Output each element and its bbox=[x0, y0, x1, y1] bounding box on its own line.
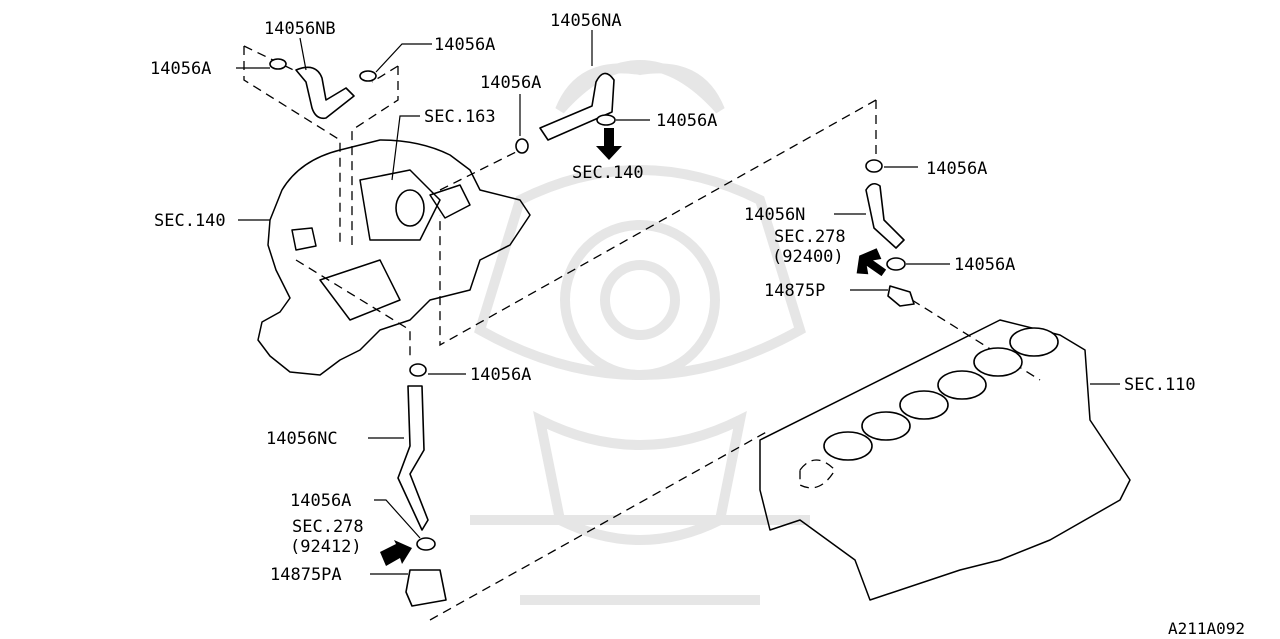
label-14875pa: 14875PA bbox=[270, 565, 342, 585]
label-14056a-right2: 14056A bbox=[926, 159, 987, 179]
valve-14875p bbox=[887, 285, 915, 307]
label-14056a-right1: 14056A bbox=[656, 111, 717, 131]
cylinder-block bbox=[759, 319, 1131, 601]
label-sec110: SEC.110 bbox=[1124, 375, 1196, 395]
intake-manifold-assembly bbox=[257, 139, 531, 376]
part-labels: 14056NB 14056A 14056A 14056NA 14056A 140… bbox=[150, 11, 1245, 638]
clamp-icon bbox=[416, 537, 436, 551]
valve-14875pa bbox=[405, 569, 447, 607]
clamp-icon bbox=[515, 138, 529, 154]
label-14056nc: 14056NC bbox=[266, 429, 338, 449]
label-sec278-lower-code: (92412) bbox=[290, 537, 362, 557]
arrow-left-icon bbox=[380, 540, 412, 566]
label-sec278-upper: SEC.278 bbox=[774, 227, 846, 247]
label-sec140-arrow: SEC.140 bbox=[572, 163, 644, 183]
label-14875p: 14875P bbox=[764, 281, 825, 301]
clamp-icon bbox=[596, 114, 616, 126]
label-sec278-lower: SEC.278 bbox=[292, 517, 364, 537]
hose-14056n bbox=[865, 159, 915, 307]
label-14056a-lower: 14056A bbox=[290, 491, 351, 511]
arrow-upleft-icon bbox=[856, 248, 887, 277]
clamp-icon bbox=[886, 257, 906, 271]
label-14056a-center: 14056A bbox=[470, 365, 531, 385]
clamp-icon bbox=[359, 70, 377, 82]
label-sec163: SEC.163 bbox=[424, 107, 496, 127]
direction-arrows bbox=[380, 128, 887, 566]
clamp-icon bbox=[269, 58, 287, 70]
arrow-down-icon bbox=[596, 128, 622, 160]
label-14056a-top: 14056A bbox=[434, 35, 495, 55]
label-sec278-upper-code: (92400) bbox=[772, 247, 844, 267]
label-14056a-mid: 14056A bbox=[480, 73, 541, 93]
diagram-reference-code: A211A092 bbox=[1168, 619, 1245, 638]
leader-lines bbox=[236, 30, 1120, 575]
label-14056nb: 14056NB bbox=[264, 19, 336, 39]
hose-14056nc bbox=[397, 363, 447, 607]
label-14056a-right3: 14056A bbox=[954, 255, 1015, 275]
hose-14056na bbox=[515, 72, 616, 154]
hose-14056nb bbox=[269, 58, 377, 120]
clamp-icon bbox=[409, 363, 427, 377]
label-14056na: 14056NA bbox=[550, 11, 622, 31]
clamp-icon bbox=[865, 159, 883, 173]
label-sec140-left: SEC.140 bbox=[154, 211, 226, 231]
label-14056n: 14056N bbox=[744, 205, 805, 225]
watermark-emblem bbox=[470, 60, 810, 605]
label-14056a-topleft: 14056A bbox=[150, 59, 211, 79]
